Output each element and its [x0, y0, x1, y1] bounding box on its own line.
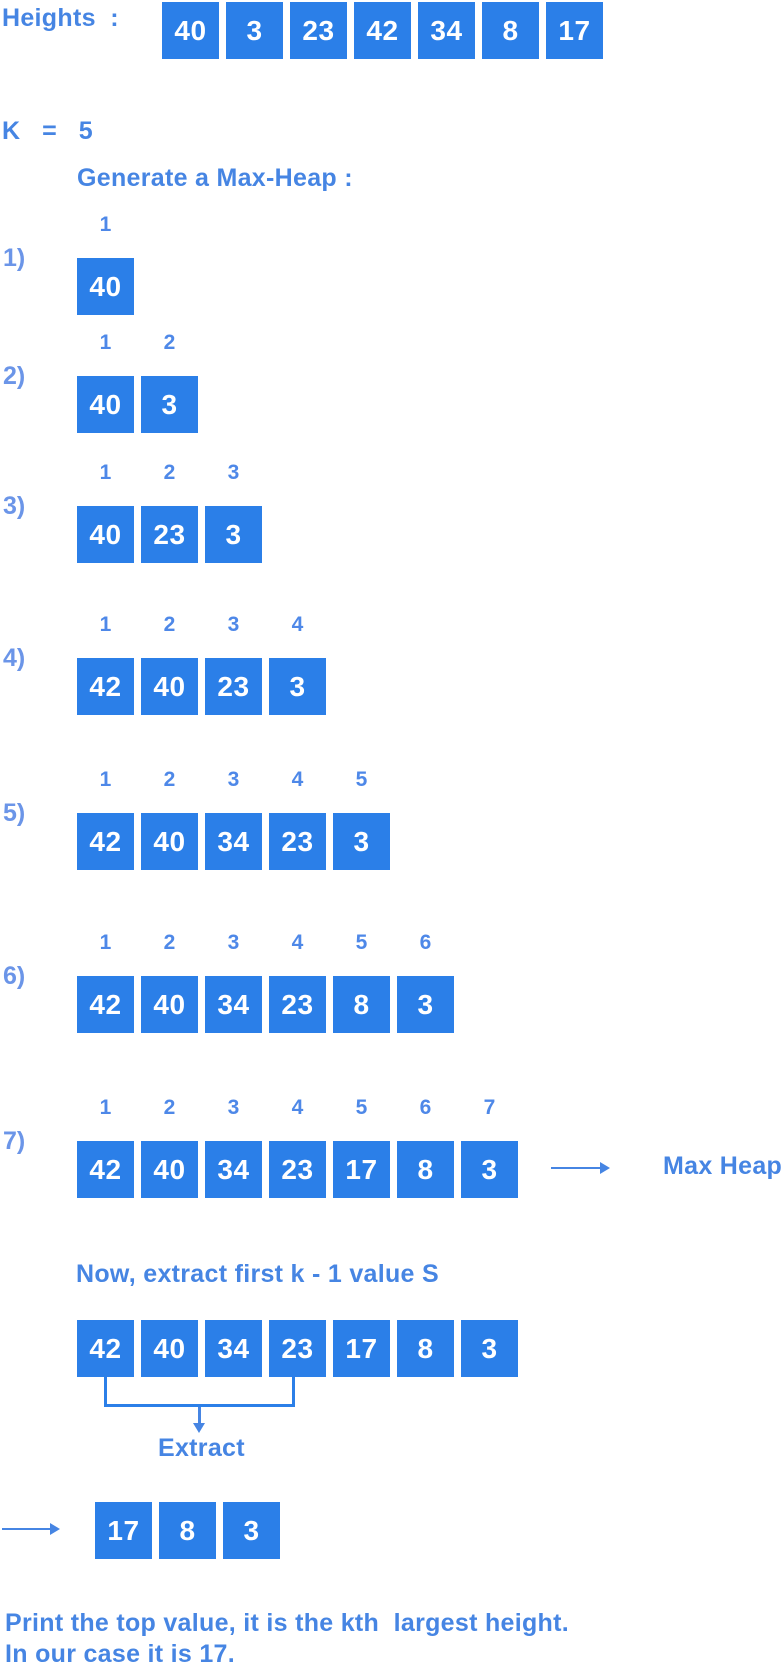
step-label-1: 1): [3, 244, 26, 272]
array-index-label: 3: [227, 931, 240, 954]
heap-box: 40: [141, 658, 198, 715]
heap-box: 40: [77, 376, 134, 433]
array-index-label: 4: [291, 931, 304, 954]
extract-arrow-line: [198, 1407, 201, 1424]
result-arrow-icon: [50, 1523, 60, 1535]
bracket-right-line: [292, 1377, 295, 1405]
extract-label: Extract: [158, 1434, 245, 1462]
heap-box: 40: [141, 813, 198, 870]
max-heap-box: 23: [269, 1320, 326, 1377]
result-arrow-line: [2, 1528, 50, 1530]
heap-box: 23: [141, 506, 198, 563]
generate-max-heap-heading: Generate a Max-Heap :: [77, 164, 353, 192]
heap-box: 3: [333, 813, 390, 870]
max-heap-box: 42: [77, 1320, 134, 1377]
heights-box: 3: [226, 2, 283, 59]
heap-box: 3: [205, 506, 262, 563]
step-label-3: 3): [3, 492, 26, 520]
step-label-2: 2): [3, 362, 26, 390]
array-index-label: 3: [227, 613, 240, 636]
max-heap-box: 8: [397, 1320, 454, 1377]
conclusion-line-2: In our case it is 17.: [5, 1640, 236, 1668]
array-index-label: 3: [227, 461, 240, 484]
array-index-label: 7: [483, 1096, 496, 1119]
array-index-label: 2: [163, 1096, 176, 1119]
heap-box: 23: [269, 1141, 326, 1198]
heights-box: 17: [546, 2, 603, 59]
array-index-label: 6: [419, 931, 432, 954]
array-index-label: 2: [163, 768, 176, 791]
heap-box: 42: [77, 976, 134, 1033]
result-box: 8: [159, 1502, 216, 1559]
result-box: 17: [95, 1502, 152, 1559]
array-index-label: 1: [99, 931, 112, 954]
array-index-label: 2: [163, 613, 176, 636]
array-index-label: 1: [99, 213, 112, 236]
heights-box: 23: [290, 2, 347, 59]
heights-box: 42: [354, 2, 411, 59]
array-index-label: 4: [291, 768, 304, 791]
array-index-label: 1: [99, 461, 112, 484]
step-label-4: 4): [3, 644, 26, 672]
array-index-label: 5: [355, 931, 368, 954]
array-index-label: 5: [355, 768, 368, 791]
array-index-label: 6: [419, 1096, 432, 1119]
k-value-line: K = 5: [2, 117, 93, 145]
array-index-label: 1: [99, 613, 112, 636]
heights-label: Heights :: [2, 4, 119, 32]
array-index-label: 1: [99, 768, 112, 791]
heap-box: 40: [77, 506, 134, 563]
extract-heading: Now, extract first k - 1 value S: [76, 1260, 439, 1288]
heap-box: 3: [461, 1141, 518, 1198]
heap-box: 3: [397, 976, 454, 1033]
heap-box: 40: [141, 1141, 198, 1198]
array-index-label: 2: [163, 931, 176, 954]
array-index-label: 5: [355, 1096, 368, 1119]
max-heap-box: 17: [333, 1320, 390, 1377]
bracket-bottom-line: [104, 1404, 295, 1407]
heap-box: 23: [269, 976, 326, 1033]
max-heap-box: 34: [205, 1320, 262, 1377]
heap-box: 3: [141, 376, 198, 433]
result-box: 3: [223, 1502, 280, 1559]
heights-box: 40: [162, 2, 219, 59]
step-label-6: 6): [3, 962, 26, 990]
heap-box: 42: [77, 658, 134, 715]
heap-box: 34: [205, 813, 262, 870]
conclusion-line-1: Print the top value, it is the kth large…: [5, 1609, 569, 1637]
max-heap-arrow-line: [551, 1167, 601, 1169]
heap-box: 40: [77, 258, 134, 315]
max-heap-box: 3: [461, 1320, 518, 1377]
max-heap-label: Max Heap: [663, 1152, 783, 1180]
array-index-label: 3: [227, 1096, 240, 1119]
heap-box: 34: [205, 976, 262, 1033]
step-label-5: 5): [3, 799, 26, 827]
heap-box: 17: [333, 1141, 390, 1198]
array-index-label: 2: [163, 461, 176, 484]
array-index-label: 3: [227, 768, 240, 791]
extract-arrow-icon: [193, 1423, 205, 1433]
array-index-label: 1: [99, 331, 112, 354]
heap-box: 42: [77, 813, 134, 870]
max-heap-arrow-icon: [600, 1162, 610, 1174]
heap-box: 8: [333, 976, 390, 1033]
heights-box: 8: [482, 2, 539, 59]
array-index-label: 4: [291, 1096, 304, 1119]
heap-box: 40: [141, 976, 198, 1033]
heap-box: 34: [205, 1141, 262, 1198]
max-heap-box: 40: [141, 1320, 198, 1377]
heap-box: 3: [269, 658, 326, 715]
step-label-7: 7): [3, 1127, 26, 1155]
heap-box: 8: [397, 1141, 454, 1198]
heap-box: 42: [77, 1141, 134, 1198]
array-index-label: 2: [163, 331, 176, 354]
array-index-label: 1: [99, 1096, 112, 1119]
array-index-label: 4: [291, 613, 304, 636]
heights-box: 34: [418, 2, 475, 59]
heap-box: 23: [205, 658, 262, 715]
heap-box: 23: [269, 813, 326, 870]
bracket-left-line: [104, 1377, 107, 1405]
